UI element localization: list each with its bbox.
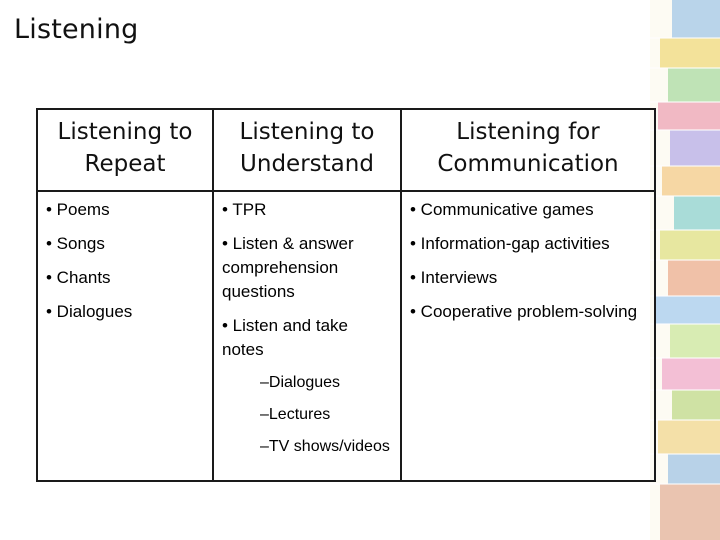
header-line: Listening to [239,119,375,145]
sub-list-item: –TV shows/videos [260,438,390,455]
list-item: • Information-gap activities [410,234,610,253]
list-item: • Listen and take notes [222,316,348,359]
list-item: • Chants [46,268,111,287]
listening-table: Listening to Repeat Listening to Understan… [36,108,656,482]
header-line: Communication [437,151,619,177]
sub-list-item: –Dialogues [260,374,341,391]
column-body-repeat: • Poems • Songs • Chants • Dialogues [38,192,214,480]
header-line: Listening for [456,119,600,145]
sub-list-item: –Lectures [260,406,331,423]
list-item: • Communicative games [410,200,594,219]
column-body-understand: • TPR • Listen & answer comprehension qu… [214,192,402,480]
list-item: • Dialogues [46,302,133,321]
list-item: • Interviews [410,268,498,287]
list-item: • Cooperative problem-solving [410,302,638,321]
column-header-understand: Listening to Understand [214,110,402,192]
list-item: • Poems [46,200,110,219]
list-item: • TPR [222,200,267,219]
book-stack-decoration [650,0,720,540]
books-illustration [650,0,720,540]
list-item: • Listen & answer comprehension question… [222,234,354,301]
header-line: Repeat [84,151,166,177]
column-header-repeat: Listening to Repeat [38,110,214,192]
header-line: Listening to [57,119,193,145]
header-line: Understand [240,151,374,177]
list-item: • Songs [46,234,105,253]
slide-title: Listening [14,14,139,45]
column-body-communication: • Communicative games • Information-gap … [402,192,654,480]
